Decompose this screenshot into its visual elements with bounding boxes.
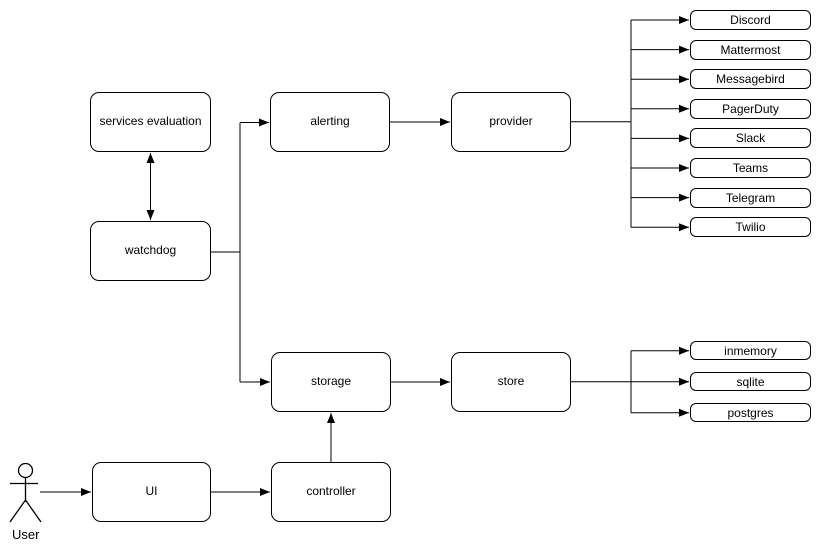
user-actor-icon [9,462,42,523]
leaf-slack: Slack [690,128,811,149]
node-ui: UI [92,462,211,522]
edge-provider-trunk [571,20,632,228]
leaf-teams: Teams [690,158,811,178]
leaf-telegram: Telegram [690,187,811,208]
leaf-twilio: Twilio [690,217,811,238]
node-store: store [451,352,571,412]
leaf-discord: Discord [690,10,811,30]
leaf-pagerduty: PagerDuty [690,98,811,119]
node-controller: controller [271,462,391,522]
leaf-mattermost: Mattermost [690,39,811,60]
edge-store-trunk [571,350,632,413]
node-services-evaluation: services evaluation [90,92,211,152]
node-storage: storage [271,352,391,412]
edge-watchdog-trunk [211,122,241,382]
leaf-sqlite: sqlite [690,372,811,392]
node-watchdog: watchdog [90,221,211,281]
leaf-messagebird: Messagebird [690,69,811,90]
leaf-postgres: postgres [690,403,811,423]
user-actor-label: User [12,527,40,542]
node-alerting: alerting [270,92,390,152]
node-provider: provider [451,92,571,152]
leaf-inmemory: inmemory [690,341,811,361]
